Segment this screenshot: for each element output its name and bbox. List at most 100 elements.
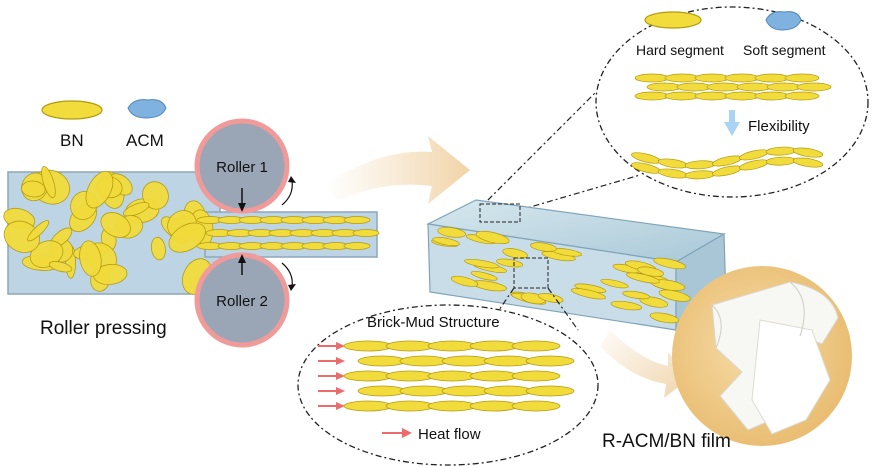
hard-segment-platelet	[792, 147, 824, 158]
flexibility-inset: Hard segment Soft segment Flexibility	[477, 6, 869, 211]
bn-platelet	[432, 237, 460, 247]
roller-1: Roller 1	[194, 118, 296, 214]
bn-platelet	[437, 226, 466, 238]
bn-platelet	[79, 240, 102, 277]
bn-platelet	[600, 278, 629, 289]
bn-platelet	[610, 300, 643, 311]
brick-platelet	[399, 385, 449, 397]
hard-segment-platelet	[724, 91, 760, 101]
bn-platelet	[649, 312, 680, 324]
process-flow-arrow	[325, 136, 470, 204]
bn-platelet	[3, 220, 40, 253]
brick-platelet	[385, 370, 435, 382]
brick-platelet	[469, 340, 519, 352]
bn-platelet	[21, 180, 46, 198]
bn-platelet	[123, 202, 150, 217]
bn-platelet	[100, 212, 131, 238]
soft-segment-icon	[765, 11, 802, 31]
legend: BN ACM	[41, 99, 167, 150]
hard-segment-platelet	[634, 91, 670, 101]
brick-platelet	[427, 400, 477, 412]
film-photo	[672, 266, 852, 446]
roller-2: Roller 2	[194, 252, 296, 348]
bn-platelet	[530, 242, 557, 252]
hard-segment-platelet	[646, 82, 682, 92]
bn-platelet	[622, 290, 650, 300]
bn-platelet	[85, 171, 114, 209]
composite-slab	[3, 166, 380, 295]
brick-platelet	[441, 385, 491, 397]
rotation-arrow-icon	[281, 180, 293, 206]
bn-platelet	[450, 275, 479, 287]
brick-platelet	[399, 355, 449, 367]
brick-platelet	[483, 355, 533, 367]
bn-platelet	[625, 272, 660, 284]
roller-1-label: Roller 1	[216, 159, 268, 176]
heat-flow-arrows	[318, 342, 345, 410]
hard-segment-platelet	[792, 157, 824, 168]
bn-platelet	[653, 257, 686, 270]
brick-platelet	[343, 340, 393, 352]
soft-segment-label: Soft segment	[743, 42, 826, 58]
bn-platelet	[639, 296, 669, 308]
hard-segment-platelet	[694, 73, 730, 83]
brick-mud-inset: Brick-Mud Structure Heat flow	[297, 287, 599, 466]
hard-segment-platelet	[724, 73, 760, 83]
flexibility-label: Flexibility	[748, 118, 810, 135]
heat-arrow-head	[336, 387, 345, 395]
bn-legend-icon	[41, 100, 103, 120]
brick-platelet	[385, 340, 435, 352]
bn-platelet	[496, 258, 524, 268]
bn-platelet	[142, 181, 169, 210]
hard-segment-label: Hard segment	[636, 42, 724, 58]
brick-platelet	[427, 340, 477, 352]
acm-legend-label: ACM	[126, 131, 164, 150]
bn-platelet	[168, 222, 206, 253]
brick-platelet	[427, 370, 477, 382]
heat-arrow-head	[336, 402, 345, 410]
hard-segment-platelet	[664, 91, 700, 101]
brick-platelet	[469, 370, 519, 382]
brick-platelet	[511, 370, 561, 382]
hard-segment-platelet	[766, 82, 802, 92]
brick-platelet	[511, 400, 561, 412]
block-platelets	[431, 226, 691, 324]
bn-platelet	[470, 271, 498, 281]
flex-arrow-icon	[724, 110, 740, 136]
bn-platelet	[475, 230, 510, 245]
film-label: R-ACM/BN film	[602, 431, 731, 452]
bn-platelets	[3, 166, 214, 295]
brick-platelet	[343, 400, 393, 412]
flat-layer-stack	[634, 73, 832, 101]
brick-platelet	[525, 385, 575, 397]
heat-arrow-head	[336, 357, 345, 365]
aligned-platelets	[196, 216, 380, 250]
bn-platelet	[41, 166, 56, 199]
hard-segment-platelet	[784, 91, 820, 101]
brick-platelet	[441, 355, 491, 367]
bn-platelet	[658, 289, 691, 302]
brick-platelet	[469, 400, 519, 412]
hard-segment-platelet	[784, 73, 820, 83]
brick-layer-stack	[343, 340, 575, 412]
acm-legend-icon	[127, 99, 167, 119]
brick-platelet	[525, 355, 575, 367]
hard-segment-platelet	[694, 91, 730, 101]
heat-arrow-head	[336, 372, 345, 380]
process-label: Roller pressing	[40, 318, 167, 339]
hard-segment-icon	[644, 11, 702, 29]
brick-platelet	[511, 340, 561, 352]
heat-arrow-head	[336, 342, 345, 350]
bn-platelet	[352, 229, 380, 237]
brick-platelet	[357, 385, 407, 397]
hard-segment-platelet	[634, 73, 670, 83]
bn-platelet	[150, 236, 166, 261]
bn-platelet	[343, 242, 371, 250]
bent-layer-stack	[631, 146, 824, 180]
bn-platelet	[27, 220, 50, 242]
heat-flow-label: Heat flow	[418, 426, 481, 443]
hard-segment-platelet	[664, 73, 700, 83]
bn-legend-label: BN	[60, 131, 84, 150]
bn-platelet	[48, 261, 73, 273]
